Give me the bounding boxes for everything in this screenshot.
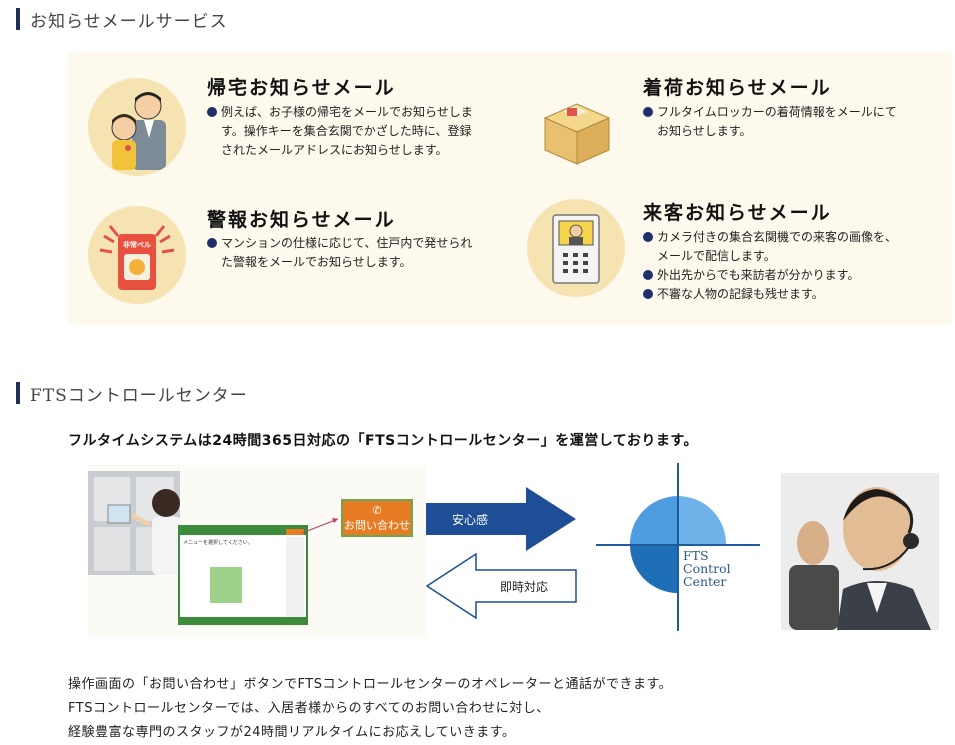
desc-line: フルタイムロッカーの着荷情報をメールにて — [657, 105, 897, 119]
control-center-intro: フルタイムシステムは24時間365日対応の「FTSコントロールセンター」を運営し… — [68, 433, 698, 449]
heading-bar — [16, 382, 20, 404]
section-title: お知らせメールサービス — [30, 11, 228, 32]
service-title-alarm: 警報お知らせメール — [207, 209, 396, 231]
desc-line: 不審な人物の記録も残せます。 — [657, 287, 824, 301]
service-title-homecoming: 帰宅お知らせメール — [207, 77, 396, 99]
arrow-left-icon — [426, 553, 577, 619]
section-title: FTSコントロールセンター — [30, 385, 248, 406]
alarm-badge: 非常ベル — [123, 241, 151, 249]
arrow-right-label: 安心感 — [452, 513, 489, 527]
heading-bar — [16, 8, 20, 30]
control-center-description: 操作画面の「お問い合わせ」ボタンでFTSコントロールセンターのオペレーターと通話… — [68, 673, 672, 745]
screen-call-key — [286, 529, 304, 535]
logo-line: Control — [683, 561, 731, 576]
desc-line: メールで配信します。 — [657, 249, 776, 263]
footer-line: 経験豊富な専門のスタッフが24時間リアルタイムにお応えしていきます。 — [68, 725, 516, 740]
mail-services-panel — [68, 52, 952, 324]
screen-footer — [180, 617, 306, 623]
desc-line: す。操作キーを集合玄関でかざした時に、登録 — [221, 124, 472, 138]
footer-line: 操作画面の「お問い合わせ」ボタンでFTSコントロールセンターのオペレーターと通話… — [68, 677, 673, 692]
desc-line: カメラ付きの集合玄関機での来客の画像を、 — [657, 230, 898, 244]
fts-logo-icon — [596, 463, 760, 631]
inquiry-button[interactable]: ✆ お問い合わせ — [341, 499, 413, 537]
service-desc-alarm: マンションの仕様に応じて、住戸内で発せられ た警報をメールでお知らせします。 — [207, 234, 507, 272]
touch-screen-mockup: メニューを選択してください。 — [178, 525, 308, 625]
service-desc-visitor: カメラ付きの集合玄関機での来客の画像を、 メールで配信します。 外出先からでも来… — [643, 228, 943, 304]
service-desc-homecoming: 例えば、お子様の帰宅をメールでお知らせしま す。操作キーを集合玄関でかざした時に… — [207, 103, 507, 160]
desc-line: 例えば、お子様の帰宅をメールでお知らせしま — [221, 105, 473, 119]
desc-line: マンションの仕様に応じて、住戸内で発せられ — [221, 236, 473, 250]
package-illustration-icon — [527, 78, 625, 176]
inquiry-button-label: お問い合わせ — [344, 518, 410, 532]
section-heading-mail: お知らせメールサービス — [16, 8, 228, 32]
service-title-delivery: 着荷お知らせメール — [643, 77, 832, 99]
intercom-illustration-icon — [527, 199, 625, 297]
desc-line: 外出先からでも来訪者が分かります。 — [657, 268, 860, 282]
pointer-line — [301, 518, 339, 534]
screen-side-menu — [286, 537, 304, 617]
desc-line: た警報をメールでお知らせします。 — [221, 255, 412, 269]
fts-logo-text: FTS Control Center — [683, 549, 731, 588]
screen-header — [180, 527, 306, 535]
desc-line: お知らせします。 — [657, 124, 752, 138]
desc-line: されたメールアドレスにお知らせします。 — [221, 143, 448, 157]
logo-line: Center — [683, 574, 727, 589]
arrow-right-icon — [426, 487, 576, 551]
arrow-left-label: 即時対応 — [500, 580, 549, 594]
section-heading-control-center: FTSコントロールセンター — [16, 382, 248, 406]
footer-line: FTSコントロールセンターでは、入居者様からのすべてのお問い合わせに対し、 — [68, 701, 550, 716]
logo-line: FTS — [683, 548, 709, 563]
service-title-visitor: 来客お知らせメール — [643, 202, 832, 224]
service-desc-delivery: フルタイムロッカーの着荷情報をメールにて お知らせします。 — [643, 103, 943, 141]
family-illustration-icon — [88, 78, 186, 176]
phone-icon: ✆ — [372, 503, 382, 517]
operator-photo — [781, 473, 939, 630]
restroom-icon — [210, 567, 242, 603]
screen-message: メニューを選択してください。 — [183, 540, 253, 546]
alarm-bell-illustration-icon — [88, 206, 186, 304]
